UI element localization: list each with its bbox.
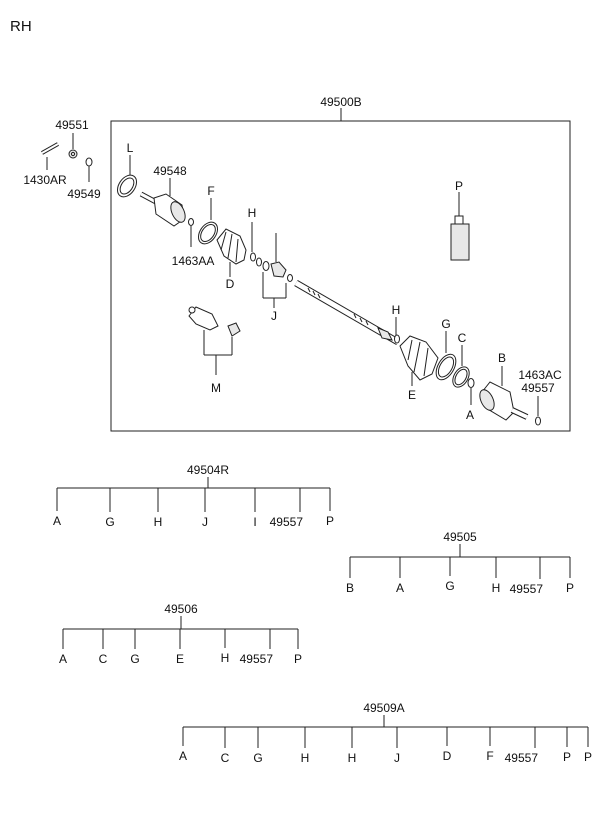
kit-item-label: P xyxy=(584,750,592,764)
outer-joint-left xyxy=(139,191,186,227)
bolt-part xyxy=(41,142,59,155)
kit-item-label: G xyxy=(253,751,262,765)
kit-item-label: A xyxy=(179,749,187,763)
C-label: C xyxy=(458,331,467,345)
kit-item-label: G xyxy=(445,579,454,593)
B-label: B xyxy=(498,351,506,365)
ring-49557 xyxy=(535,416,541,426)
kit-item-label: A xyxy=(396,581,404,595)
kit-item-label: H xyxy=(154,515,163,529)
kit-item-label: P xyxy=(566,581,574,595)
kit-item-label: B xyxy=(346,581,354,595)
ring-A xyxy=(467,378,475,388)
kit-49504R: 49504R A G H J I 49557 P xyxy=(53,463,334,529)
kit-item-label: P xyxy=(294,652,302,666)
kit-item-label: A xyxy=(53,514,61,528)
kit-item-label: 49557 xyxy=(505,751,539,765)
assembly-number: 49500B xyxy=(320,95,361,109)
E-label: E xyxy=(408,388,416,402)
J-label: J xyxy=(271,309,277,323)
kit-item-label: 49557 xyxy=(270,515,304,529)
kit-item-label: P xyxy=(326,514,334,528)
kit-item-label: P xyxy=(563,750,571,764)
kit-item-label: J xyxy=(394,751,400,765)
outer-joint-right xyxy=(479,381,529,421)
M-label: M xyxy=(211,381,221,395)
L-label: L xyxy=(127,141,134,155)
F-label: F xyxy=(207,184,214,198)
washer-label: 49549 xyxy=(67,187,101,201)
kit-number: 49505 xyxy=(443,530,477,544)
outer-joint-left-label: 49548 xyxy=(153,164,187,178)
grease-tube-P xyxy=(450,215,470,261)
D-label: D xyxy=(226,277,235,291)
boot-E xyxy=(399,335,439,381)
kit-item-label: H xyxy=(301,751,310,765)
ring-right-label: 49557 xyxy=(521,381,555,395)
kit-item-label: C xyxy=(221,751,230,765)
circlip-right-label: 1463AC xyxy=(518,368,562,382)
dust-cover-M xyxy=(188,306,241,337)
G-label: G xyxy=(441,317,450,331)
kit-number: 49504R xyxy=(187,463,229,477)
washer-part xyxy=(85,157,93,167)
nut-label: 49551 xyxy=(55,118,89,132)
kit-item-label: D xyxy=(443,749,452,763)
drive-shaft xyxy=(294,279,400,346)
kit-item-label: J xyxy=(202,515,208,529)
kit-item-label: I xyxy=(253,515,256,529)
circlip-left-label: 1463AA xyxy=(172,254,215,268)
kit-number: 49509A xyxy=(363,701,404,715)
kit-item-label: A xyxy=(59,652,67,666)
kit-item-label: 49557 xyxy=(240,652,274,666)
boot-D xyxy=(216,228,247,265)
kit-item-label: 49557 xyxy=(510,582,544,596)
clamp-ring-L xyxy=(116,174,138,198)
kit-item-label: H xyxy=(221,651,230,665)
kit-item-label: H xyxy=(348,751,357,765)
inner-bearing xyxy=(262,261,293,282)
clamp-C xyxy=(452,366,470,388)
side-label: RH xyxy=(10,18,32,35)
nut-part xyxy=(68,149,78,159)
kit-item-label: F xyxy=(486,749,493,763)
clamp-G xyxy=(435,353,457,381)
kit-item-label: G xyxy=(130,652,139,666)
circlip-left-part xyxy=(188,218,194,226)
kit-item-label: G xyxy=(105,515,114,529)
kit-number: 49506 xyxy=(164,602,198,616)
ring-H-right xyxy=(394,334,400,344)
P-label: P xyxy=(455,179,463,193)
kit-item-label: H xyxy=(492,581,501,595)
A-label: A xyxy=(466,408,474,422)
H-right-label: H xyxy=(392,303,401,317)
H-left-label: H xyxy=(248,206,257,220)
clamp-F xyxy=(197,221,219,245)
ring-H-left xyxy=(250,252,262,267)
bolt-label: 1430AR xyxy=(23,173,67,187)
kit-item-label: E xyxy=(176,652,184,666)
kit-item-label: C xyxy=(99,652,108,666)
